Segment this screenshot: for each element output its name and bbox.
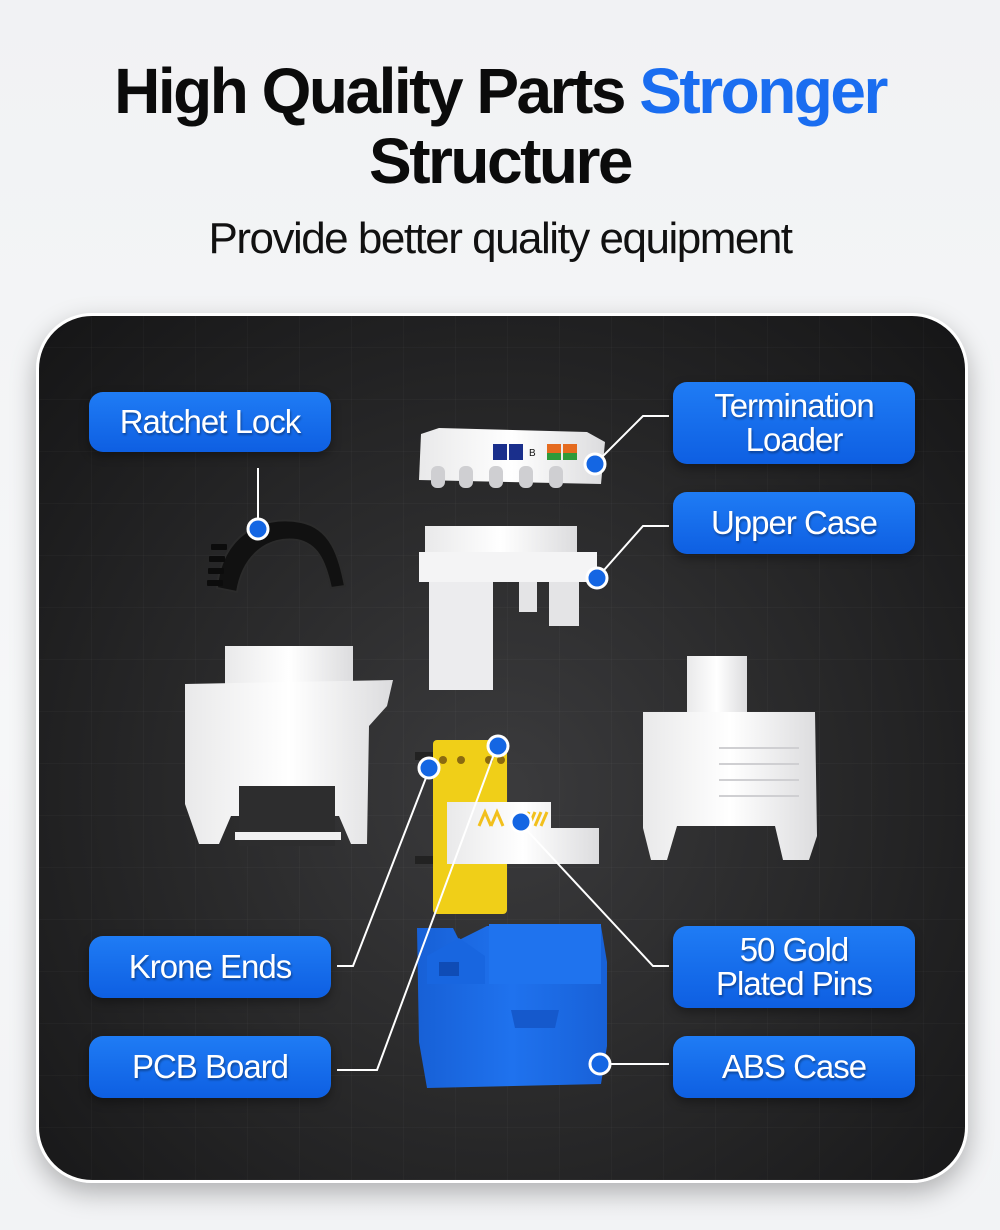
dot-gold-pins: [509, 810, 533, 834]
label-ratchet-lock: Ratchet Lock: [89, 392, 331, 452]
exploded-view-panel: B: [36, 313, 968, 1183]
leader-gold-pins: [520, 823, 669, 967]
parts-illustration: B: [185, 415, 817, 1088]
dot-krone-ends: [417, 756, 441, 780]
dot-termination-loader: [583, 452, 607, 476]
headline-line-2: Structure: [369, 125, 634, 197]
upper-case-part: [419, 526, 597, 690]
dot-abs-case: [588, 1052, 612, 1076]
callout-dots: [246, 452, 612, 1076]
dot-ratchet-lock: [246, 517, 270, 541]
label-termination-loader: Termination Loader: [673, 382, 915, 464]
leader-krone-ends: [337, 769, 430, 967]
dot-upper-case: [585, 566, 609, 590]
ratchet-lock-part: [207, 519, 347, 594]
label-krone-ends: Krone Ends: [89, 936, 331, 998]
label-upper-case: Upper Case: [673, 492, 915, 554]
headline: High Quality Parts Stronger Structure: [0, 56, 1000, 196]
termination-loader-part: B: [419, 428, 605, 488]
headline-accent: Stronger: [639, 55, 888, 127]
subtitle: Provide better quality equipment: [208, 214, 793, 263]
leader-pcb-board: [337, 745, 498, 1071]
headline-line-1: High Quality Parts Stronger: [0, 56, 1000, 126]
dot-pcb-board: [486, 734, 510, 758]
jack-housing-left-part: [185, 646, 393, 846]
headline-text: High Quality Parts: [114, 55, 626, 127]
leader-termination-loader: [594, 415, 669, 465]
label-pcb-board: PCB Board: [89, 1036, 331, 1098]
jack-housing-right-part: [643, 656, 817, 860]
leader-upper-case: [596, 525, 669, 579]
abs-case-part: [417, 924, 607, 1088]
label-gold-pins: 50 Gold Plated Pins: [673, 926, 915, 1008]
label-abs-case: ABS Case: [673, 1036, 915, 1098]
loader-marking-b: B: [529, 448, 536, 459]
